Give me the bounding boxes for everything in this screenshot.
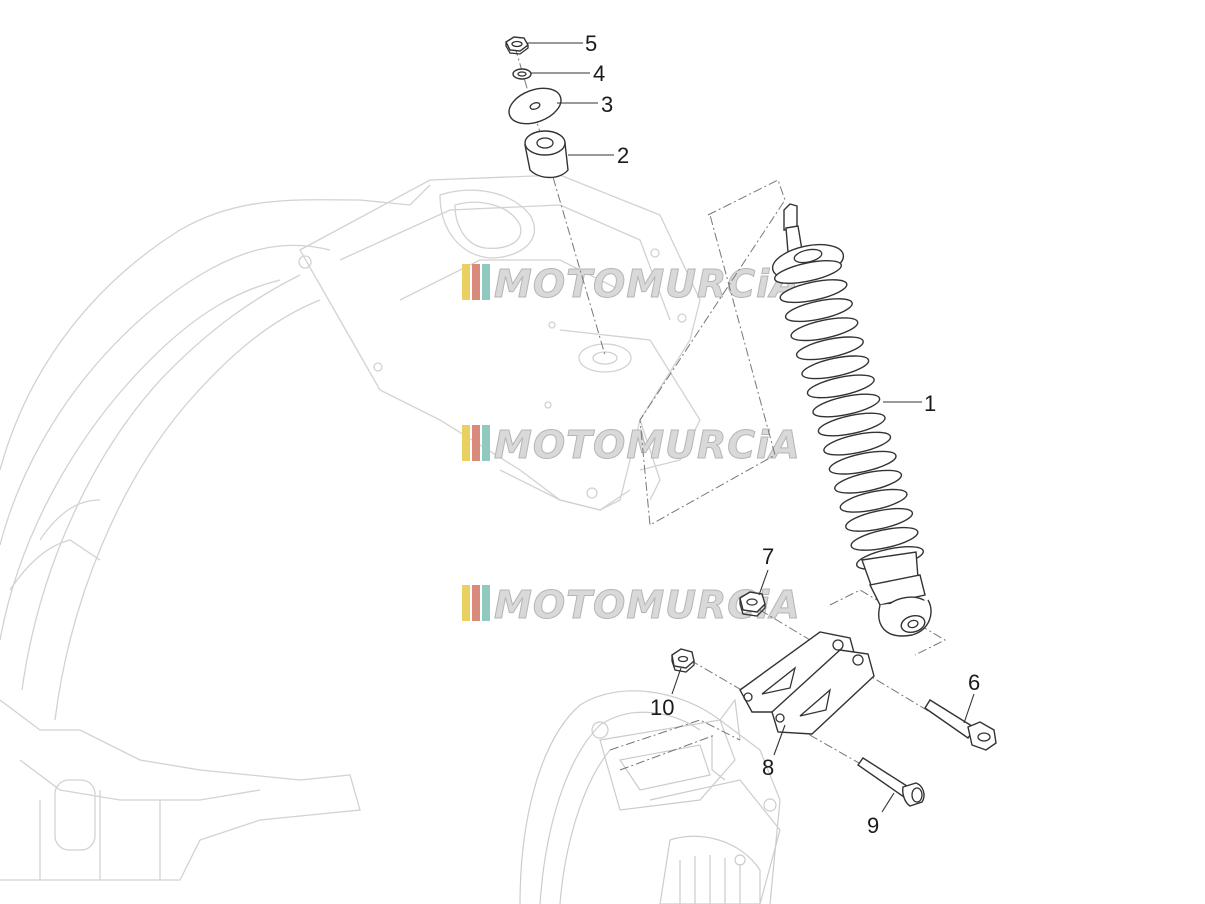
- svg-text:MOTOMURCiA: MOTOMURCiA: [494, 423, 801, 467]
- callout-10: 10: [650, 695, 674, 720]
- callout-6: 6: [968, 670, 980, 695]
- spring-coil: [812, 393, 881, 418]
- callout-4: 4: [593, 61, 605, 86]
- spring-coil: [784, 298, 853, 323]
- callout-3: 3: [601, 92, 613, 117]
- spring-coil: [834, 469, 903, 494]
- spring-coil: [828, 450, 897, 475]
- part-6-flange-bolt: [924, 699, 997, 751]
- spring-coil: [839, 488, 908, 513]
- callout-8: 8: [762, 755, 774, 780]
- watermark-middle: MOTOMURCiA: [462, 423, 801, 468]
- callout-9: 9: [867, 813, 879, 838]
- spring-coil: [773, 260, 843, 284]
- part-1-shock-absorber: [771, 203, 932, 637]
- spring-coil: [801, 355, 870, 380]
- spring-coil: [806, 374, 875, 399]
- spring-coil: [795, 336, 864, 361]
- part-8-bracket: [739, 631, 875, 735]
- callout-2: 2: [617, 143, 629, 168]
- part-3-flat-washer: [508, 87, 562, 125]
- spring-coil: [850, 526, 919, 551]
- leader-lines: [527, 42, 975, 813]
- spring-coil: [823, 431, 892, 456]
- callout-labels: 5 4 3 2 1 7 10 8 6 9: [585, 31, 980, 838]
- spring-coil: [845, 507, 914, 532]
- spring-coil: [817, 412, 886, 437]
- engine-outline: [519, 690, 781, 904]
- callout-7: 7: [762, 544, 774, 569]
- part-5-hex-nut: [505, 36, 529, 55]
- spring-coil: [790, 317, 859, 342]
- part-10-nut: [671, 648, 695, 673]
- svg-text:MOTOMURCiA: MOTOMURCiA: [494, 262, 801, 306]
- watermark-top: MOTOMURCiA: [462, 262, 801, 307]
- spring-coils: [773, 260, 925, 570]
- part-4-lock-washer: [512, 68, 532, 80]
- part-9-socket-bolt: [857, 757, 925, 807]
- callout-1: 1: [924, 391, 936, 416]
- scooter-frame-outline: [0, 174, 701, 881]
- part-2-rubber-bushing: [524, 130, 569, 179]
- callout-5: 5: [585, 31, 597, 56]
- spring-coil: [779, 279, 848, 304]
- part-7-nut: [739, 591, 766, 617]
